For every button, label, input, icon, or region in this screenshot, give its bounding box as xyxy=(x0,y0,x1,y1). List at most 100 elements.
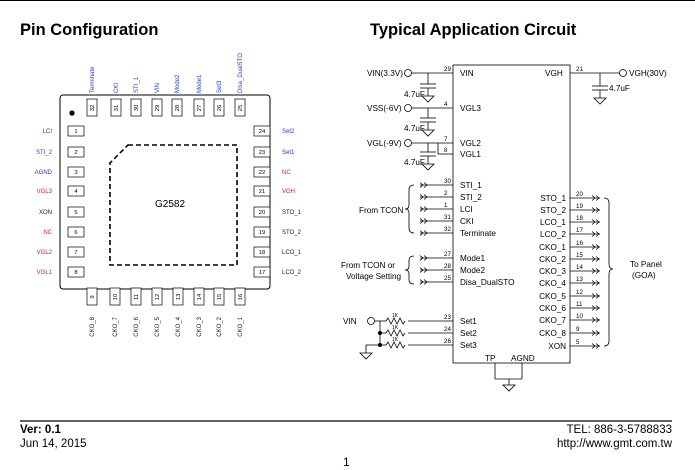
vss-supply-label: VSS(-6V) xyxy=(367,104,402,113)
pin-pad xyxy=(253,166,271,178)
pin-num: 31 xyxy=(444,214,451,221)
pin-pad xyxy=(253,185,271,197)
pin-pad xyxy=(67,146,85,158)
pin-label: LCO_1 xyxy=(282,250,302,256)
pin-label: VGL1 xyxy=(37,270,53,276)
pin-pad xyxy=(253,146,271,158)
pin-number: 23 xyxy=(259,150,265,156)
website: http://www.gmt.com.tw xyxy=(556,438,672,450)
pin-pad xyxy=(110,98,122,117)
signal-arrow-icon xyxy=(591,268,600,274)
signal-arrow-icon xyxy=(591,195,600,201)
chip-name: G2582 xyxy=(155,199,185,210)
pin-pad xyxy=(253,206,271,218)
pin-number: 6 xyxy=(74,230,77,236)
pin-number: 3 xyxy=(74,170,77,176)
ic-pin-label: CKO_1 xyxy=(539,243,566,252)
to-panel-label-1: To Panel xyxy=(630,260,662,269)
signal-arrow-icon xyxy=(591,293,600,299)
pin-label: Terminate xyxy=(90,66,96,93)
tp-label: TP xyxy=(485,354,496,363)
signal-arrow-icon xyxy=(591,305,600,311)
pin-num: 9 xyxy=(576,326,580,333)
ic-package-outline xyxy=(59,94,271,290)
tel: TEL: 886-3-5788833 xyxy=(566,424,673,436)
pin-num: 8 xyxy=(444,147,448,154)
pin-number: 24 xyxy=(259,129,266,135)
pin-pad xyxy=(67,226,85,238)
pin-num: 13 xyxy=(576,276,583,283)
signal-arrow-icon xyxy=(419,255,428,261)
pin-num: 10 xyxy=(576,313,583,320)
agnd-label: AGND xyxy=(511,354,535,363)
app-circuit-title: Typical Application Circuit xyxy=(370,21,577,39)
pin-number: 10 xyxy=(113,294,119,300)
pin-num: 15 xyxy=(576,252,583,259)
pin-label: CKO_4 xyxy=(176,316,182,336)
pin-label: LCI xyxy=(43,129,53,135)
ic-pin-label: VGL1 xyxy=(460,150,481,159)
pin-pad xyxy=(234,98,246,117)
ic-pin-label: CKI xyxy=(460,217,474,226)
pin-number: 21 xyxy=(259,189,265,195)
pin-number: 30 xyxy=(134,105,140,111)
pin-number: 20 xyxy=(259,210,265,216)
top-rule xyxy=(0,0,695,1)
page-number: 1 xyxy=(343,455,350,469)
pin-number: 31 xyxy=(114,105,120,111)
pin-label: Mode1 xyxy=(197,74,203,93)
pin-label: CKO_2 xyxy=(217,316,223,336)
pin-num: 32 xyxy=(444,226,451,233)
mode-label-1: From TCON or xyxy=(341,261,395,270)
ic-pin-label: VGH xyxy=(545,69,563,78)
pin-num: 2 xyxy=(444,190,448,197)
ic-pin-label: LCO_1 xyxy=(540,218,566,227)
signal-arrow-icon xyxy=(419,230,428,236)
panel-brace xyxy=(603,197,614,347)
pin-num: 25 xyxy=(444,275,451,282)
pin-label: STO_2 xyxy=(282,230,302,236)
cap-label: 4.7uF xyxy=(404,90,425,99)
ic-pin-label: Disa_DualSTO xyxy=(460,278,514,287)
signal-arrow-icon xyxy=(591,244,600,250)
pin-num: 5 xyxy=(576,339,580,346)
pin-pad xyxy=(151,287,163,306)
pin-num: 18 xyxy=(576,215,583,222)
signal-arrow-icon xyxy=(591,219,600,225)
pin-number: 17 xyxy=(259,270,265,276)
pin-num: 26 xyxy=(444,338,451,345)
pin-num: 23 xyxy=(444,314,451,321)
resistor-value: 1K xyxy=(392,337,399,343)
signal-arrow-icon xyxy=(591,343,600,349)
pin-label: CKI xyxy=(114,83,120,93)
signal-arrow-icon xyxy=(591,330,600,336)
pin-number: 14 xyxy=(197,293,203,300)
ic-pin-label: STO_2 xyxy=(540,206,566,215)
ic-pin-label: CKO_3 xyxy=(539,267,566,276)
pin-config-title: Pin Configuration xyxy=(20,21,159,39)
pin-pad xyxy=(67,125,85,137)
pin-pad xyxy=(253,125,271,137)
pin-pad xyxy=(172,287,184,306)
signal-arrow-icon xyxy=(591,256,600,262)
pin-label: Set2 xyxy=(282,129,295,135)
signal-arrow-icon xyxy=(591,317,600,323)
pin-label: NC xyxy=(282,170,291,176)
vgh-terminal xyxy=(619,69,627,77)
pin-label: Set3 xyxy=(217,80,223,93)
pin-number: 5 xyxy=(74,210,77,216)
tcon-brace xyxy=(404,184,415,234)
pin-label: STI_2 xyxy=(36,150,53,156)
pin-label: AGND xyxy=(35,170,53,176)
pin-number: 32 xyxy=(90,105,96,111)
pin-num: 20 xyxy=(576,191,583,198)
pin-number: 15 xyxy=(217,294,223,300)
version: Ver: 0.1 xyxy=(20,424,61,436)
ic-pin-label: CKO_6 xyxy=(539,304,566,313)
ic-pin-label: CKO_7 xyxy=(539,316,566,325)
ic-pin-label: CKO_4 xyxy=(539,279,566,288)
pin-label: NC xyxy=(43,230,52,236)
signal-arrow-icon xyxy=(591,280,600,286)
